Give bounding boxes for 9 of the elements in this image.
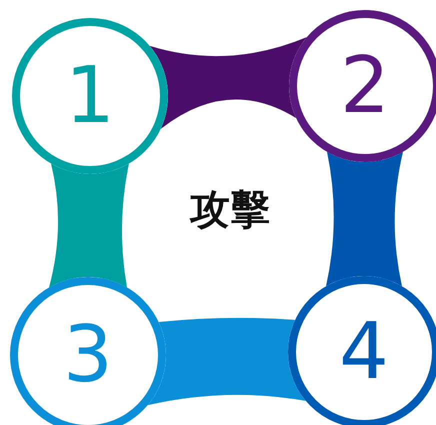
band-shape: [326, 152, 403, 286]
band-shape: [49, 164, 129, 288]
band-shape: [148, 318, 306, 406]
step-number: 1: [65, 57, 115, 135]
step-number: 3: [63, 316, 113, 394]
step-number: 4: [339, 313, 389, 391]
center-label: 攻擊: [170, 180, 290, 240]
band-shape: [150, 37, 307, 129]
step-number: 2: [340, 47, 390, 125]
